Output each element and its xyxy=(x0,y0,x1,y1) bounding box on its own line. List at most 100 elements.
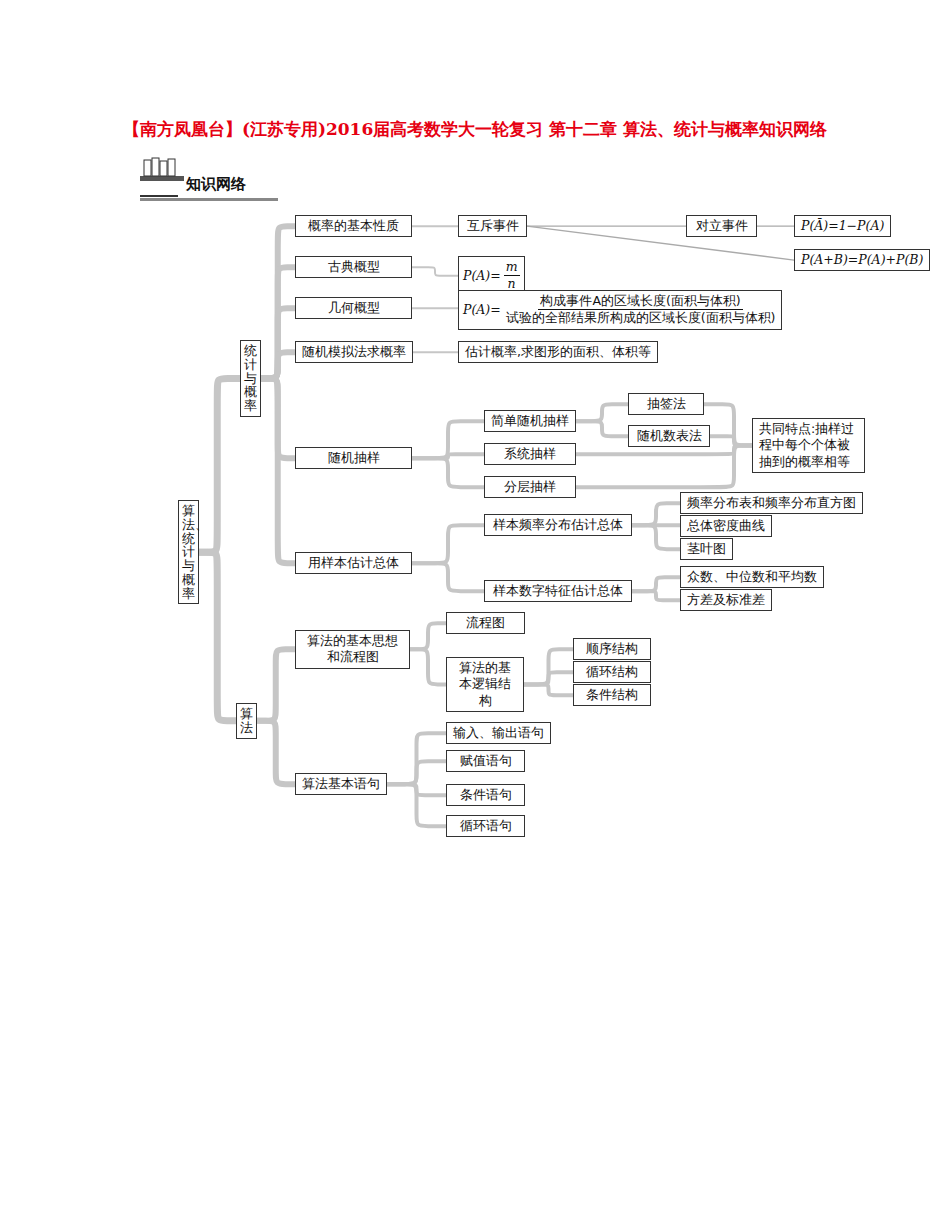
concept-box: 茎叶图 xyxy=(680,538,733,560)
concept-box: 输入、输出语句 xyxy=(446,722,551,744)
bracket-connector xyxy=(413,351,458,353)
concept-box: 样本频率分布估计总体 xyxy=(484,514,632,536)
topic-box: 算法、统计与概率 xyxy=(178,500,199,604)
node-text: 系统抽样 xyxy=(504,446,556,461)
concept-box: 随机抽样 xyxy=(295,447,412,469)
node-text: 茎叶图 xyxy=(687,541,726,556)
bracket-connector xyxy=(527,225,686,226)
node-text: 样本数字特征估计总体 xyxy=(493,583,623,598)
node-text: 总体密度曲线 xyxy=(687,518,765,533)
node-text: 条件语句 xyxy=(460,787,512,802)
concept-box: 随机模拟法求概率 xyxy=(295,341,413,363)
node-text: 随机抽样 xyxy=(328,450,380,465)
bracket-connector xyxy=(576,404,628,421)
node-text: 循环结构 xyxy=(586,664,638,679)
book-shelf xyxy=(140,176,184,181)
concept-box: 频率分布表和频率分布直方图 xyxy=(680,492,863,514)
node-text: 循环语句 xyxy=(460,818,512,833)
section-heading: 知识网络 xyxy=(186,175,246,194)
node-text: 分层抽样 xyxy=(504,479,556,494)
topic-box: 统计与概率 xyxy=(240,340,261,417)
formula-box: P(A+B)=P(A)+P(B) xyxy=(794,249,930,271)
bracket-connector xyxy=(632,503,680,525)
concept-box: 赋值语句 xyxy=(446,750,525,772)
node-text: 算法基本语句 xyxy=(302,776,380,791)
node-text: 抽签法 xyxy=(647,396,686,411)
node-text: 用样本估计总体 xyxy=(308,555,399,570)
node-text: 共同特点:抽样过程中每个个体被抽到的概率相等 xyxy=(759,421,854,469)
node-text: 互斥事件 xyxy=(467,218,519,233)
fraction: 构成事件A的区域长度(面积与体积)试验的全部结果所构成的区域长度(面积与体积) xyxy=(504,293,778,327)
bracket-connector xyxy=(704,404,752,445)
node-text: 算法的基本逻辑结构 xyxy=(459,660,511,708)
formula-lhs: P(A)= xyxy=(463,302,501,318)
node-text: 频率分布表和频率分布直方图 xyxy=(687,495,856,510)
node-text: 赋值语句 xyxy=(460,753,512,768)
bracket-connector xyxy=(387,733,446,784)
pen-stroke xyxy=(140,195,178,197)
concept-box: 方差及标准差 xyxy=(680,589,772,611)
bracket-connector xyxy=(412,458,484,487)
formula-lhs: P(A)= xyxy=(463,268,501,284)
concept-box: 算法的基本逻辑结构 xyxy=(446,657,524,712)
concept-box: 算法的基本思想和流程图 xyxy=(295,630,410,669)
bracket-connector xyxy=(257,721,296,784)
bracket-connector xyxy=(412,307,458,309)
concept-box: 算法基本语句 xyxy=(295,773,387,795)
bracket-connector xyxy=(757,225,794,226)
bracket-connector xyxy=(412,563,484,591)
node-text: 简单随机抽样 xyxy=(491,413,569,428)
concept-box: 顺序结构 xyxy=(573,638,651,660)
concept-box: 条件结构 xyxy=(573,684,651,706)
bracket-connector xyxy=(387,761,446,784)
node-text: 众数、中位数和平均数 xyxy=(687,569,817,584)
bracket-connector xyxy=(261,308,296,378)
concept-box: 样本数字特征估计总体 xyxy=(484,580,632,602)
node-text: 算法、统计与概率 xyxy=(182,504,195,600)
bracket-connector xyxy=(576,421,628,436)
node-text: 随机数表法 xyxy=(637,428,702,443)
concept-box: 用样本估计总体 xyxy=(295,552,412,574)
node-text: 顺序结构 xyxy=(586,641,638,656)
concept-box: 随机数表法 xyxy=(628,425,710,447)
heading-underline xyxy=(140,198,278,201)
node-text: 几何概型 xyxy=(328,300,380,315)
bracket-connector xyxy=(632,591,680,600)
bracket-connector xyxy=(199,378,241,552)
node-text: 统计与概率 xyxy=(244,344,257,413)
bracket-connector xyxy=(261,378,296,563)
formula-box: P(A)=构成事件A的区域长度(面积与体积)试验的全部结果所构成的区域长度(面积… xyxy=(458,290,782,330)
bracket-connector xyxy=(412,267,458,276)
fraction: mn xyxy=(504,259,520,293)
node-text: 估计概率,求图形的面积、体积等 xyxy=(465,344,651,359)
bracket-connector xyxy=(261,267,296,378)
bracket-connector xyxy=(412,525,484,563)
node-text: 输入、输出语句 xyxy=(453,725,544,740)
topic-box: 算法 xyxy=(236,703,257,739)
fraction-numerator: m xyxy=(504,259,520,276)
bracket-connector xyxy=(261,226,296,378)
bracket-connector xyxy=(261,352,296,378)
concept-box: 几何概型 xyxy=(295,297,412,319)
concept-box: 抽签法 xyxy=(628,393,704,415)
bracket-connector xyxy=(410,623,446,649)
node-text: P(Ā)=1−P(A) xyxy=(801,218,884,233)
concept-box: 概率的基本性质 xyxy=(295,215,412,237)
node-text: 对立事件 xyxy=(696,218,748,233)
node-text: 条件结构 xyxy=(586,687,638,702)
bracket-connector xyxy=(257,649,296,721)
node-text: 样本频率分布估计总体 xyxy=(493,517,623,532)
concept-box: 循环结构 xyxy=(573,661,651,683)
concept-box: 互斥事件 xyxy=(458,215,527,237)
concept-box: 估计概率,求图形的面积、体积等 xyxy=(458,341,658,363)
book-spine xyxy=(152,158,159,176)
book-spine xyxy=(144,160,151,176)
concept-box: 共同特点:抽样过程中每个个体被抽到的概率相等 xyxy=(752,418,865,473)
concept-box: 系统抽样 xyxy=(484,443,576,465)
bracket-connector xyxy=(412,225,458,227)
formula-box: P(Ā)=1−P(A) xyxy=(794,215,891,237)
node-text: 流程图 xyxy=(466,615,505,630)
book-spine xyxy=(160,161,167,176)
bracket-connector xyxy=(199,552,237,721)
bracket-connector xyxy=(632,525,680,549)
